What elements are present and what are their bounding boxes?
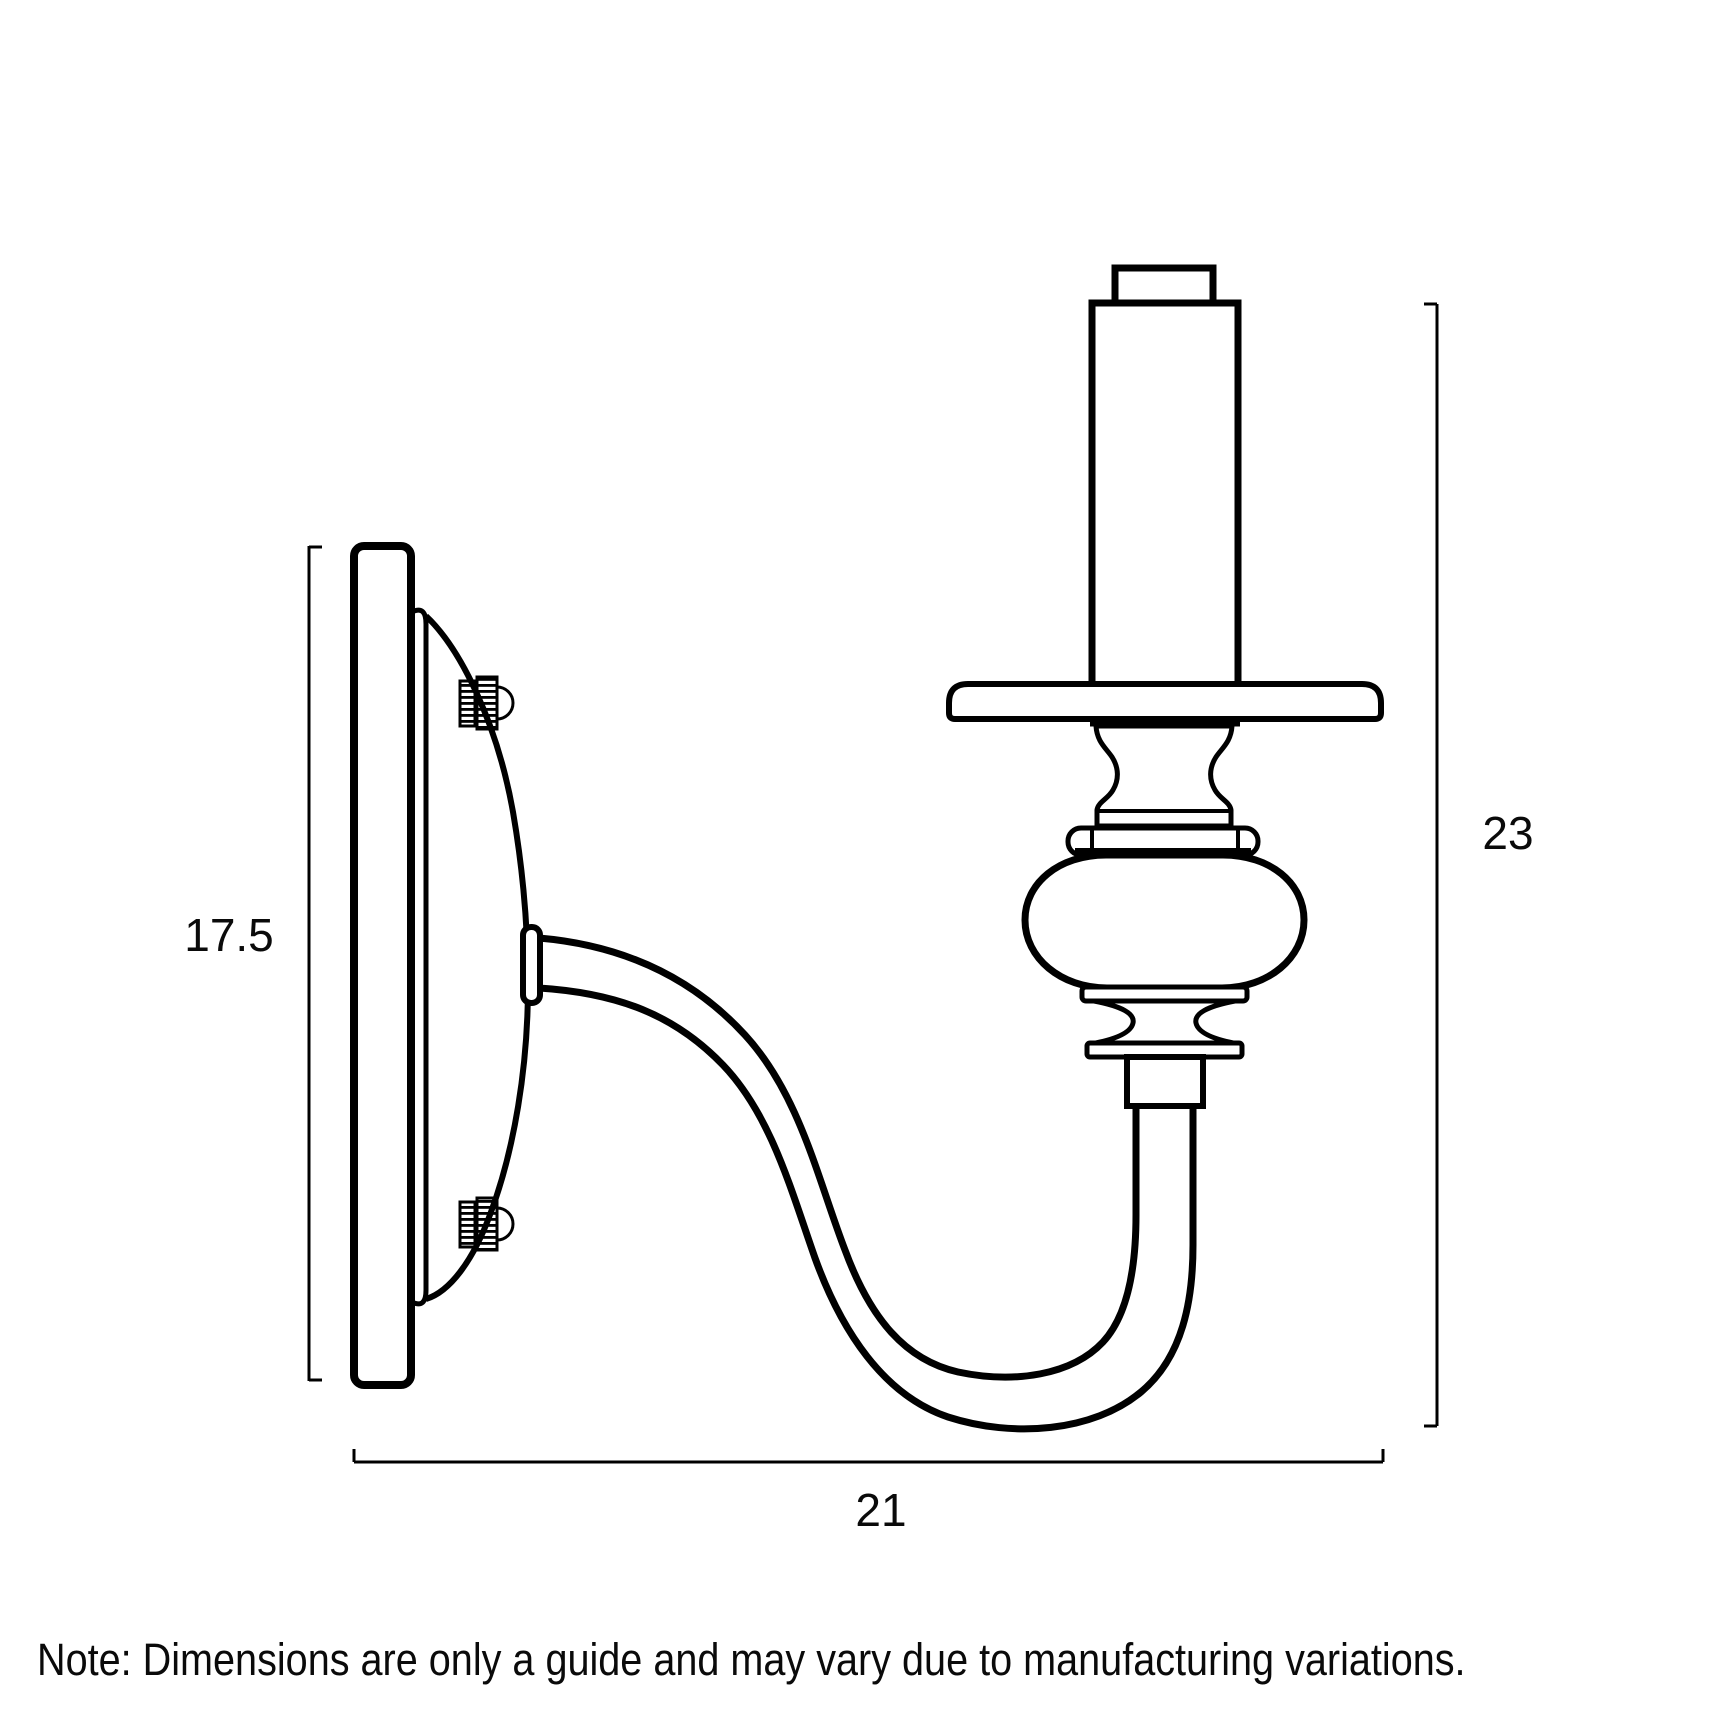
dimension-label-total-projection: 21 [855,1484,906,1536]
drip-tray [946,681,1384,722]
knop-flange [1079,984,1250,1004]
bulb-knop [1021,851,1308,992]
dimension-label-backplate-height: 17.5 [184,909,274,961]
note-text: Note: Dimensions are only a guide and ma… [37,1634,1466,1685]
swan-neck-arm [535,934,1197,1433]
thumbscrew-top [458,675,515,731]
dimension-label-total-height: 23 [1482,807,1533,859]
dimension-line-total-projection [352,1449,1385,1464]
lampholder-cap [1111,264,1217,308]
candle-assembly [946,264,1384,1109]
wall-backplate [350,542,415,1389]
dimension-line-backplate-height [307,545,322,1382]
arm-connector [520,924,543,1006]
socket-block [1124,1054,1206,1109]
candle-tube [1088,299,1242,690]
lower-cup-left [1089,998,1136,1047]
dimension-line-total-height [1424,302,1439,1428]
dome-back-edge [410,607,429,1307]
lower-cup-right [1193,998,1240,1047]
